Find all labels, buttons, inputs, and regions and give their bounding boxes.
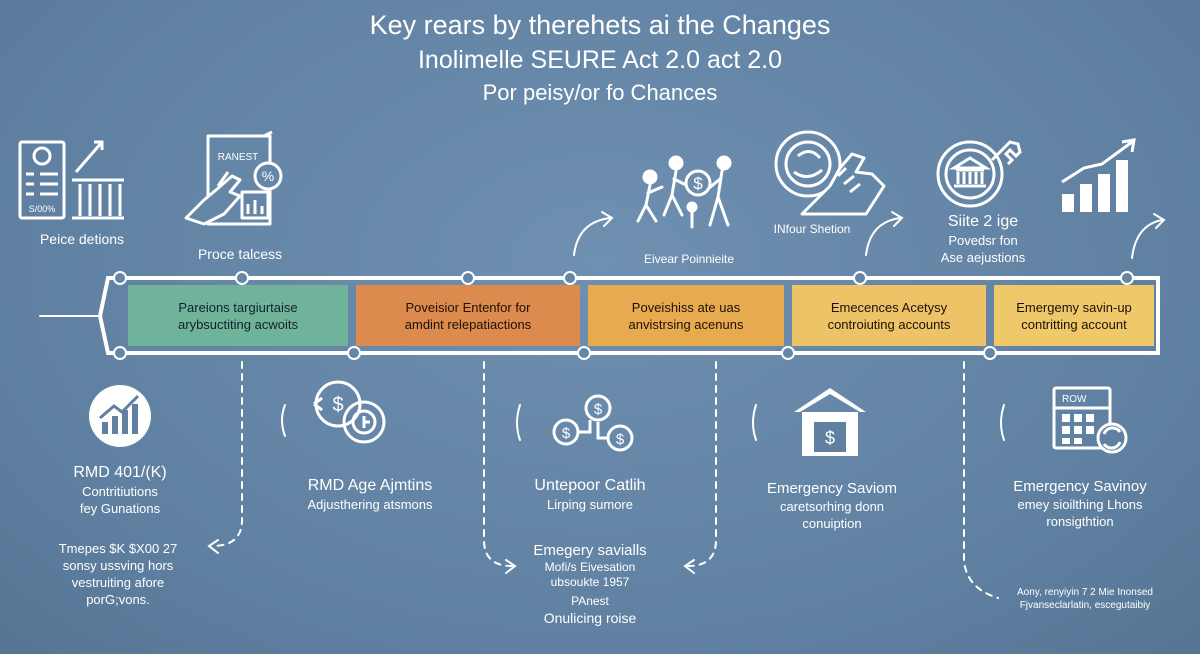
bottom-center-note-line-4: Onulicing roise [543, 610, 637, 626]
calendar-text: ROW [1062, 394, 1087, 405]
bottom-center-note-line-1: Mofi/s Eivesation [544, 560, 636, 574]
bottom-item-4-line-2: conuiption [802, 516, 862, 531]
band-4-line-2: controiuting accounts [827, 316, 951, 332]
band-1-line-2: arybsuctiting acwoits [178, 316, 298, 332]
dollar-cycle-icon: $ [313, 380, 386, 444]
bottom-item-5-line-1: emey sioilthing Lhons [1017, 497, 1143, 512]
bottom-item-1-title: RMD 401/(K) [73, 464, 167, 481]
document-title-text: RANEST [218, 152, 259, 163]
bottom-item-4-line-1: caretsorhing donn [779, 499, 885, 514]
top-label-1: Peice detions [39, 231, 125, 247]
svg-text:$: $ [594, 401, 603, 418]
bottom-left-note-line-1: Tmepes $K $X00 27 [58, 541, 178, 556]
bottom-right-note-line-2: Fjvanseclarlatin, escegutaibiy [1019, 600, 1151, 611]
document-label: S/00% [29, 204, 56, 214]
top-label-3: Eivear Poinnieite [643, 252, 735, 266]
bottom-item-5: Emergency Savinoy emey sioilthing Lhons … [990, 477, 1170, 530]
bottom-left-note-line-4: porG;vons. [86, 592, 150, 607]
band-2-line-1: Poveisior Entenfor for [405, 299, 531, 315]
svg-text:%: % [262, 168, 274, 184]
svg-text:$: $ [616, 431, 625, 448]
band-2-line-2: amdint relepatiactions [404, 316, 532, 332]
bottom-item-5-title: Emergency Savinoy [1013, 478, 1147, 495]
title-line-3: Por peisy/or fo Chances [482, 80, 718, 105]
people-dollar-icon: $ [636, 155, 732, 229]
calendar-refresh-icon: ROW [1052, 386, 1128, 454]
band-4-line-1: Emecences Acetysy [830, 299, 948, 315]
band-3-line-1: Poveishiss ate uas [631, 299, 741, 315]
svg-text:$: $ [562, 425, 571, 442]
band-5-line-1: Emergemy savin-up [1016, 299, 1132, 315]
bottom-item-1-line-1: Contritiutions [82, 484, 158, 499]
bottom-item-3: Untepoor Catlih Lirping sumore [500, 476, 680, 513]
bottom-item-2: RMD Age Ajmtins Adjusthering atsmons [280, 476, 460, 513]
bottom-item-3-title: Untepoor Catlih [534, 477, 646, 494]
svg-text:$: $ [332, 394, 343, 416]
bottom-center-note-title: Emegery savialls [533, 542, 647, 559]
three-dollar-coins-icon: $ $ $ [552, 394, 634, 452]
bottom-left-note-line-3: vestruiting afore [71, 575, 165, 590]
bottom-item-4: Emergency Saviom caretsorhing donn conui… [742, 479, 922, 532]
top-label-5: Siite 2 ige Povedsr fon Ase aejustions [908, 212, 1058, 266]
hand-globe-icon [774, 130, 886, 216]
bottom-item-5-line-2: ronsigthtion [1046, 514, 1114, 529]
growth-chart-circle-icon [89, 385, 151, 447]
bottom-item-4-title: Emergency Saviom [766, 480, 898, 497]
bottom-item-1: RMD 401/(K) Contritiutions fey Gunations [30, 463, 210, 517]
house-safe-icon: $ [794, 388, 866, 456]
top-label-4: INfour Shetion [773, 222, 851, 236]
svg-text:$: $ [825, 428, 835, 448]
bottom-left-note-line-2: sonsy ussving hors [62, 558, 174, 573]
bottom-item-3-line-1: Lirping sumore [547, 497, 633, 512]
band-3-line-2: anvistrsing acenuns [628, 316, 744, 332]
bottom-right-note: Aony, renyiyin 7 2 Mie Inonsed Fjvansecl… [990, 586, 1180, 612]
bottom-center-note-line-3: PAnest [571, 594, 609, 608]
svg-text:$: $ [693, 174, 703, 193]
bottom-item-1-line-2: fey Gunations [79, 501, 161, 516]
bottom-center-note: Emegery savialls Mofi/s Eivesation ubsou… [500, 541, 680, 627]
top-label-2: Proce talcess [197, 246, 283, 262]
top-label-5-line-1: Siite 2 ige [947, 213, 1019, 230]
hand-document-icon: % RANEST [184, 130, 283, 226]
bank-settings-icon [936, 140, 1022, 208]
bottom-left-note: Tmepes $K $X00 27 sonsy ussving hors ves… [28, 540, 208, 608]
title-line-2: Inolimelle SEURE Act 2.0 act 2.0 [417, 46, 783, 74]
bottom-item-2-title: RMD Age Ajmtins [307, 477, 433, 494]
document-percent-icon: S/00% [18, 140, 124, 220]
band-1-line-1: Pareions targiurtaise [178, 299, 298, 315]
bottom-item-2-line-1: Adjusthering atsmons [307, 497, 433, 512]
top-label-5-line-2: Povedsr fon [948, 233, 1018, 248]
band-5-line-2: contritting account [1021, 316, 1127, 332]
title-line-1: Key rears by therehets ai the Changes [369, 10, 831, 40]
top-label-5-line-3: Ase aejustions [940, 250, 1026, 265]
bottom-center-note-line-2: ubsoukte 1957 [550, 575, 630, 589]
bottom-right-note-line-1: Aony, renyiyin 7 2 Mie Inonsed [1016, 587, 1153, 598]
rising-bar-chart-icon [1061, 138, 1136, 212]
